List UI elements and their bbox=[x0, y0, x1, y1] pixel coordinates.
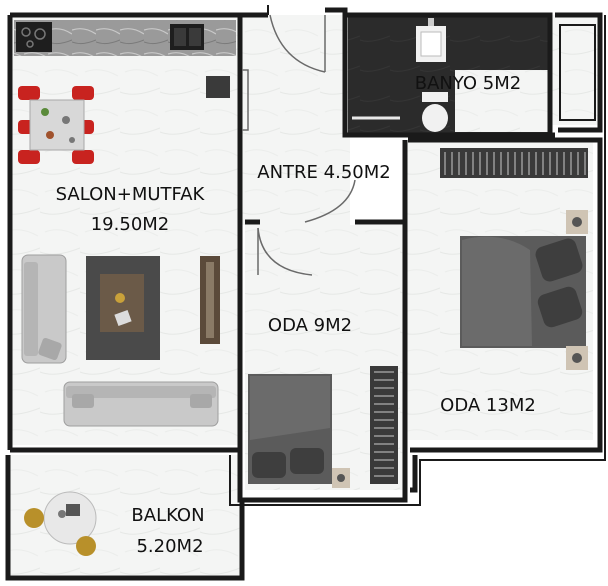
walls bbox=[5, 7, 603, 581]
stove-icon bbox=[16, 22, 52, 52]
sink-icon bbox=[170, 24, 204, 50]
tv-unit-icon bbox=[200, 256, 220, 344]
floor-banyo-light bbox=[455, 70, 550, 132]
nightstand-icon bbox=[332, 468, 350, 488]
washbasin-icon bbox=[416, 18, 446, 62]
floor-right-strip bbox=[548, 15, 598, 125]
floor-antre bbox=[240, 15, 350, 225]
wardrobe-icon bbox=[440, 148, 588, 178]
label-antre: ANTRE 4.50M2 bbox=[257, 162, 390, 183]
door-swing-icon bbox=[242, 14, 356, 276]
balcony-table-icon bbox=[24, 491, 97, 556]
floor-salon bbox=[10, 15, 240, 445]
sofa-icon bbox=[21, 254, 67, 364]
wardrobe-icon bbox=[370, 366, 398, 484]
label-salon-name: SALON+MUTFAK bbox=[56, 184, 206, 205]
fridge bbox=[206, 76, 230, 98]
label-balkon-name: BALKON bbox=[131, 505, 204, 526]
label-banyo: BANYO 5M2 bbox=[415, 73, 521, 94]
label-oda-small: ODA 9M2 bbox=[268, 315, 352, 336]
toilet-icon bbox=[422, 92, 448, 132]
thin-walls bbox=[229, 5, 606, 506]
nightstand-icon bbox=[566, 210, 588, 370]
label-salon-area: 19.50M2 bbox=[91, 214, 170, 235]
label-oda-large: ODA 13M2 bbox=[440, 395, 536, 416]
coffee-table-icon bbox=[100, 274, 144, 332]
sofa-icon bbox=[63, 381, 219, 427]
bed-icon bbox=[460, 236, 586, 348]
dining-table-icon bbox=[18, 86, 94, 164]
label-balkon-area: 5.20M2 bbox=[136, 536, 203, 557]
bed-icon bbox=[248, 374, 332, 484]
